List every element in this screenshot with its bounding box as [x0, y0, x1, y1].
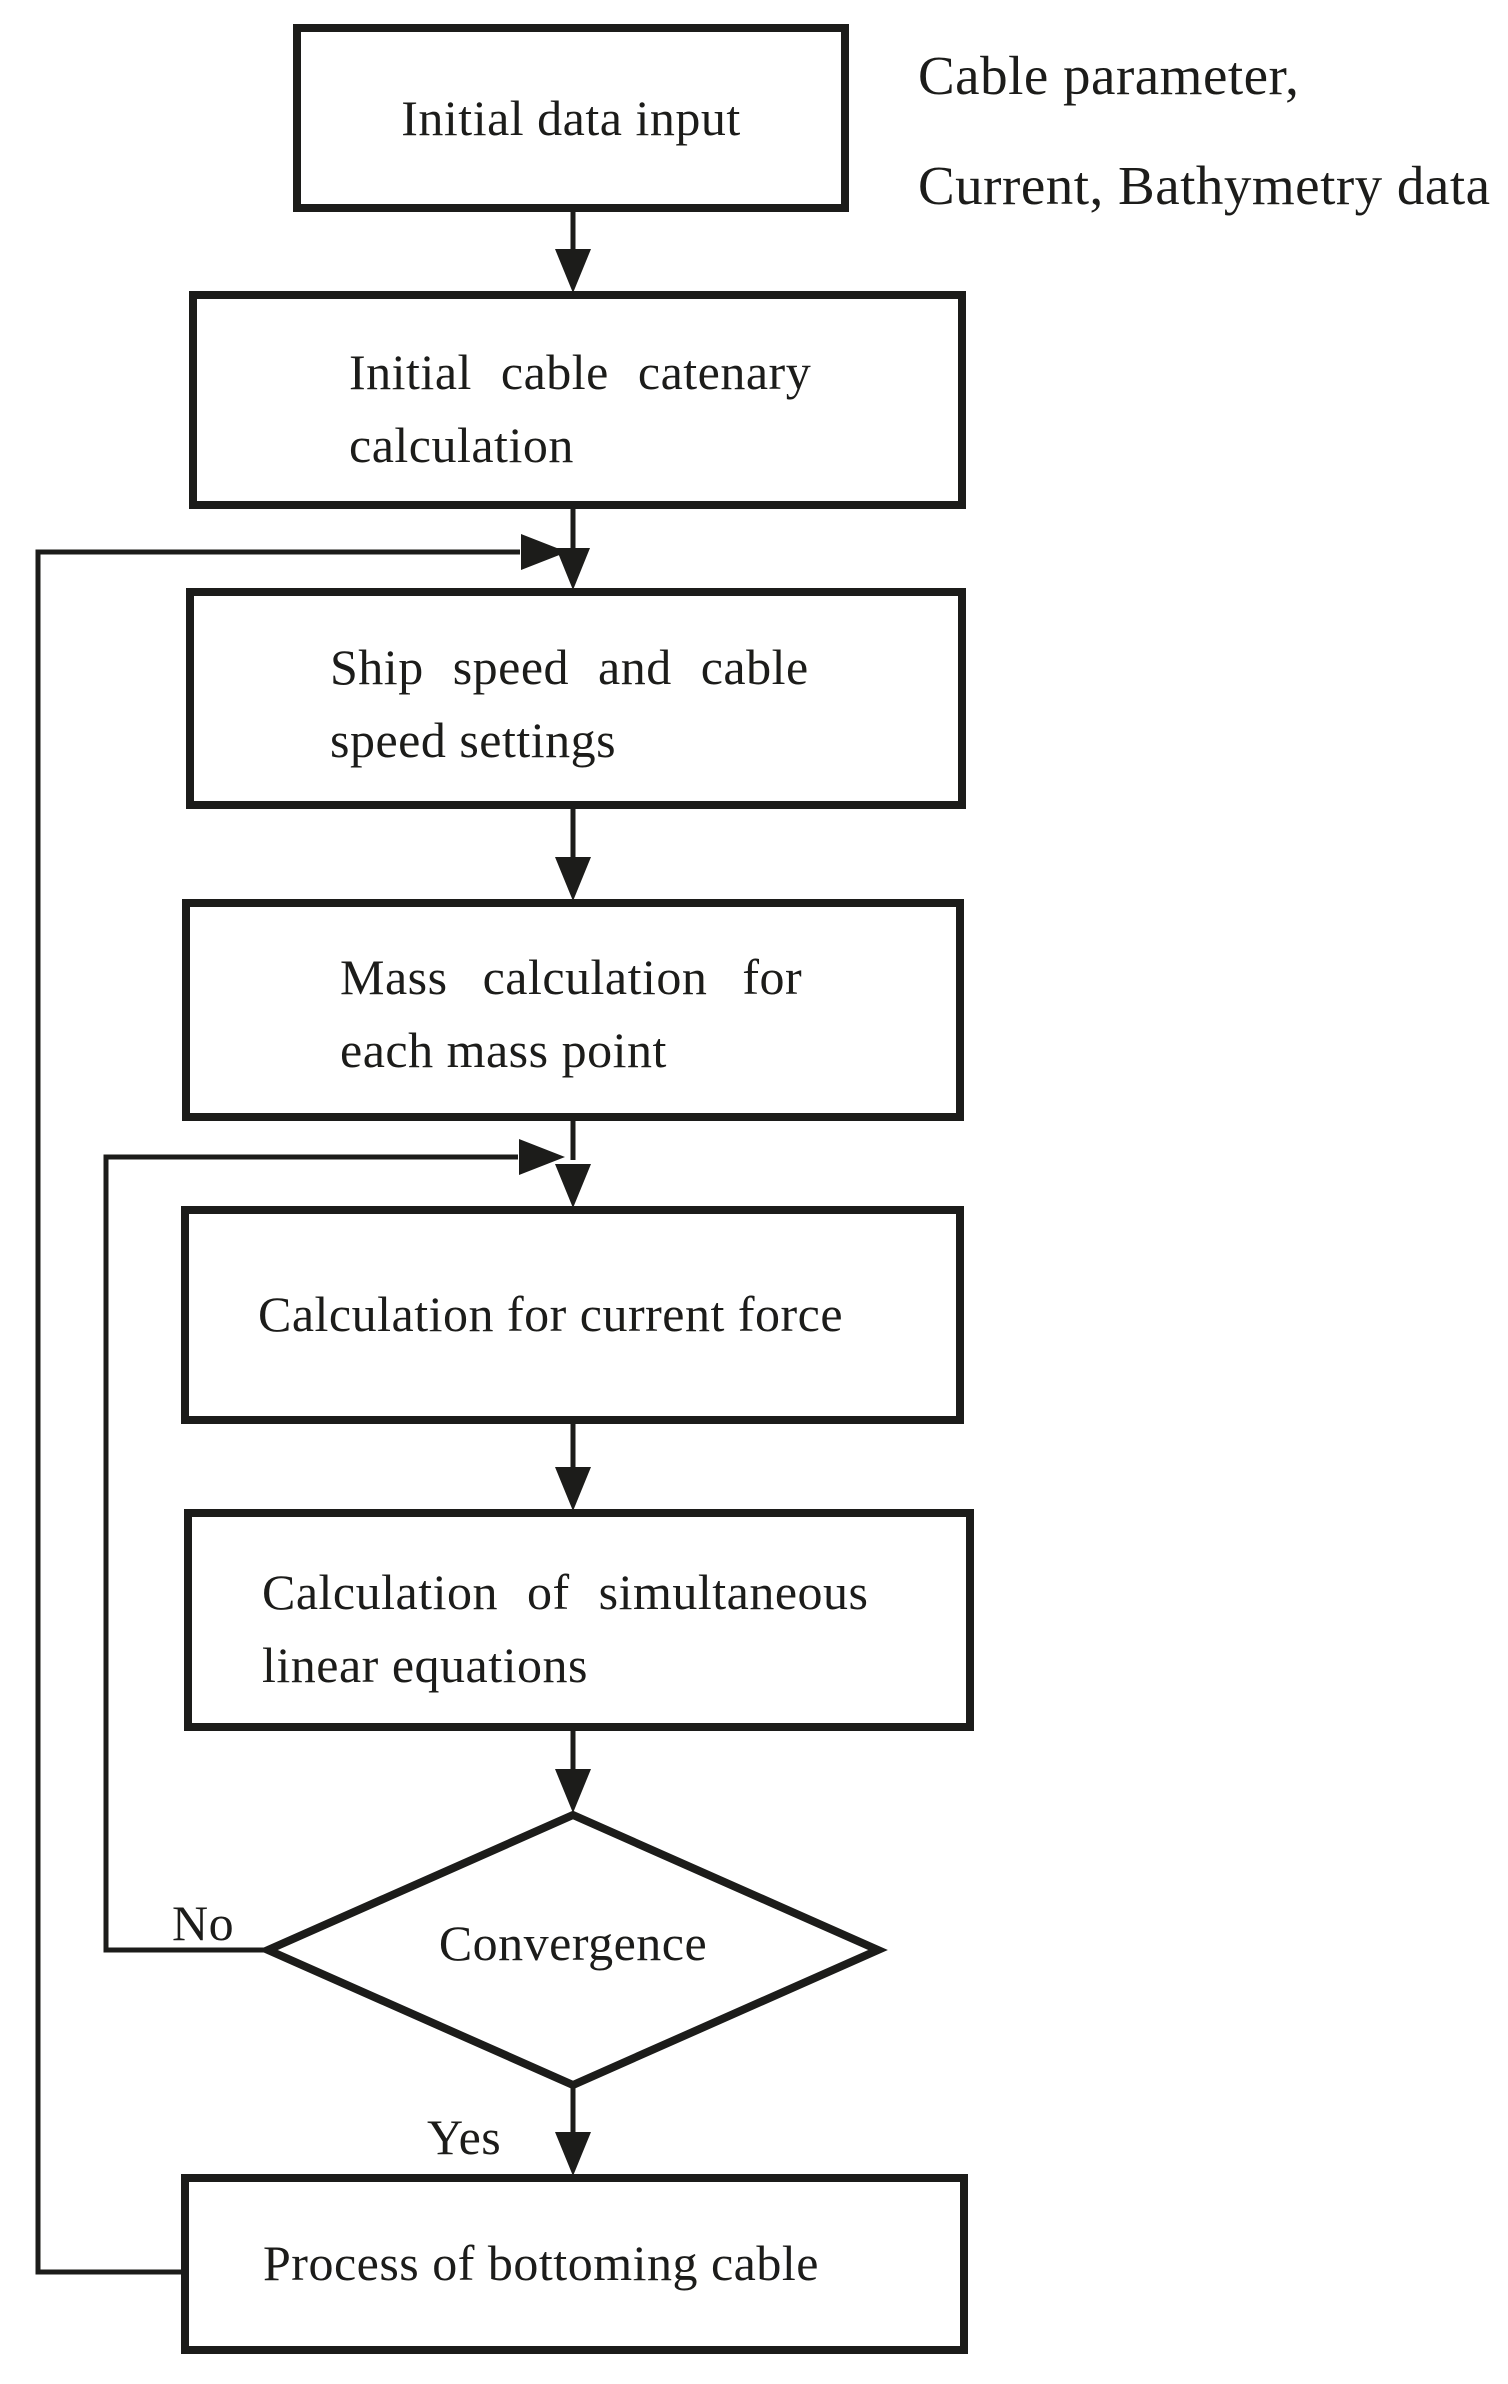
node-box-initial-data-input	[293, 24, 849, 212]
arrowhead-into-box2	[555, 249, 591, 293]
arrowhead-into-box6	[555, 1467, 591, 1511]
label-simultaneous-equations-line2: linear equations	[262, 1637, 588, 1693]
node-box-mass-calculation-for-each-mass-point	[182, 899, 964, 1121]
label-ship-speed-line2: speed settings	[330, 712, 617, 768]
arrowhead-into-diamond	[555, 1769, 591, 1813]
annotation-line2: Current, Bathymetry data	[918, 155, 1491, 216]
label-mass-calculation-line1: Mass calculation for	[340, 949, 803, 1005]
node-box-calculation-of-simultaneous-linear-equations	[184, 1509, 974, 1731]
arrowhead-into-box5	[555, 1164, 591, 1208]
arrowhead-into-box4	[555, 857, 591, 901]
node-box-process-of-bottoming-cable	[181, 2174, 968, 2354]
annotation-line1: Cable parameter,	[918, 45, 1300, 106]
arrowhead-into-box7	[555, 2132, 591, 2176]
label-mass-calculation-line2: each mass point	[340, 1022, 667, 1078]
label-process-of-bottoming-cable: Process of bottoming cable	[263, 2235, 819, 2291]
arrowhead-junction-outer-loop	[521, 534, 567, 570]
label-calculation-for-current-force: Calculation for current force	[258, 1286, 844, 1342]
loop-line-box7-to-box3-junction	[35, 549, 520, 2275]
label-ship-speed-line1: Ship speed and cable	[330, 639, 809, 695]
arrowhead-into-box3	[556, 548, 590, 590]
label-simultaneous-equations-line1: Calculation of simultaneous	[262, 1564, 869, 1620]
arrowhead-junction-inner-loop	[519, 1139, 565, 1175]
node-box-initial-cable-catenary-calculation	[189, 291, 966, 509]
label-initial-cable-catenary-line1: Initial cable catenary	[349, 344, 812, 400]
label-initial-data-input: Initial data input	[401, 89, 741, 146]
branch-label-no: No	[172, 1895, 235, 1951]
loop-line-convergence-no-to-box5-junction	[103, 1154, 518, 1953]
branch-label-yes: Yes	[427, 2109, 502, 2165]
label-initial-cable-catenary-line2: calculation	[349, 417, 574, 473]
node-box-ship-speed-and-cable-speed-settings	[186, 588, 966, 809]
label-convergence: Convergence	[438, 1915, 708, 1971]
